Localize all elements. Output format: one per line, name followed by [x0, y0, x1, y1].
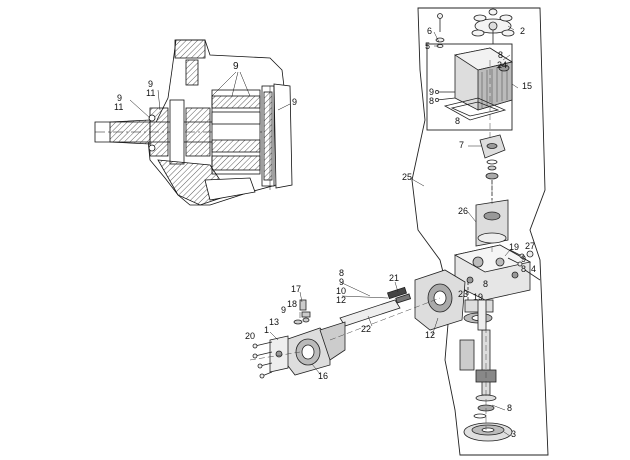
callout-inset-11-left: 11 — [114, 102, 124, 112]
callout-26: 26 — [458, 206, 469, 216]
callout-2: 2 — [520, 26, 526, 36]
callout-inset-9-mid: 9 — [148, 79, 154, 89]
callout-6: 6 — [427, 26, 433, 36]
cooling-fan — [471, 8, 515, 44]
callout-9-side: 9 — [521, 254, 527, 264]
callout-9-reservoir: 9 — [429, 87, 435, 97]
callout-7: 7 — [459, 140, 465, 150]
assembly-boundary-outline — [411, 7, 549, 456]
inset-leaders — [129, 71, 291, 119]
callout-10: 10 — [336, 286, 347, 296]
callout-8-side: 8 — [521, 264, 527, 274]
callout-5: 5 — [425, 41, 431, 51]
callout-19-upper: 19 — [509, 242, 520, 252]
callout-8-lower: 8 — [507, 403, 513, 413]
callout-8-reservoir-bolt: 8 — [429, 96, 435, 106]
bracket-7 — [479, 134, 506, 200]
callout-inset-9-left: 9 — [117, 93, 123, 103]
callout-16: 16 — [318, 371, 329, 381]
swashplate-26 — [475, 199, 509, 247]
callout-3: 3 — [511, 429, 517, 439]
callout-27: 27 — [525, 241, 536, 251]
callout-24: 24 — [497, 60, 508, 70]
callout-19-lower: 19 — [473, 292, 484, 302]
callout-12-shaft: 12 — [336, 295, 347, 305]
callout-21: 21 — [389, 273, 400, 283]
callout-18: 18 — [287, 299, 298, 309]
callout-inset-11-mid: 11 — [146, 88, 156, 98]
callout-12-housing: 12 — [425, 330, 436, 340]
gear-housing-12 — [414, 269, 466, 331]
callout-8-gasket: 8 — [455, 116, 461, 126]
end-plate-1 — [269, 335, 289, 373]
bolts-20 — [252, 341, 273, 379]
reservoir-housing — [443, 47, 514, 121]
callout-8-center: 8 — [483, 279, 489, 289]
callout-23: 23 — [458, 289, 469, 299]
dipstick-parts — [435, 13, 445, 48]
callout-22: 22 — [361, 324, 372, 334]
callout-1: 1 — [264, 325, 270, 335]
axis-lines — [249, 60, 493, 430]
lower-shaft-assembly — [459, 299, 497, 412]
bottom-disc-3 — [463, 413, 513, 442]
main-leaders — [269, 25, 519, 437]
callout-25: 25 — [402, 172, 413, 182]
callout-9-shaft: 9 — [339, 277, 345, 287]
center-housing — [453, 244, 532, 301]
callout-inset-9-top: 9 — [233, 61, 239, 72]
callout-15: 15 — [522, 81, 533, 91]
callout-17: 17 — [291, 284, 302, 294]
callout-inset-9-right: 9 — [292, 97, 298, 107]
callout-4: 4 — [531, 264, 537, 274]
callout-9-fitting: 9 — [281, 305, 287, 315]
pump-body-16 — [284, 321, 346, 376]
small-fittings — [293, 299, 311, 325]
callout-8-reservoir: 8 — [498, 50, 504, 60]
reservoir-bolts — [435, 90, 456, 102]
callout-20: 20 — [245, 331, 256, 341]
drive-shaft-22 — [339, 286, 412, 327]
cross-section-inset — [94, 39, 293, 206]
callout-8-shaft: 8 — [339, 268, 345, 278]
callout-13: 13 — [269, 317, 280, 327]
side-bolts — [507, 249, 541, 281]
